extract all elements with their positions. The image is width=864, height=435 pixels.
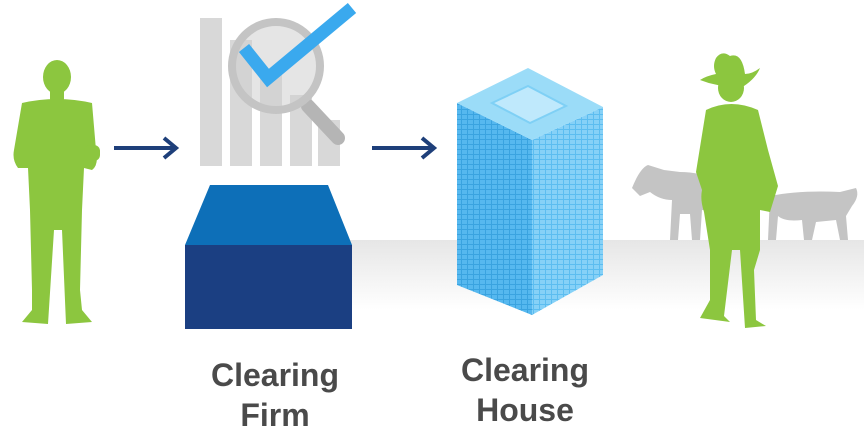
arrow-right-icon: [114, 136, 180, 160]
dark-blue-block-icon: [185, 185, 352, 329]
clearing-firm-label: Clearing Firm: [180, 355, 370, 435]
clearing-firm-label-line2: Firm: [240, 397, 310, 433]
bar-chart-magnifier-check-icon: [200, 3, 357, 166]
clearing-house-label-line1: Clearing: [460, 352, 590, 388]
cowboy-silhouette-icon: [696, 53, 778, 328]
arrow-right-icon: [372, 136, 438, 160]
clearing-flow-diagram: [13, 3, 864, 329]
businessman-silhouette-icon: [13, 60, 100, 324]
cow-silhouette-icon: [632, 165, 858, 240]
skyscraper-icon: [457, 68, 603, 315]
clearing-house-label: Clearing House: [430, 350, 620, 430]
clearing-firm-label-line1: Clearing: [210, 357, 340, 393]
clearing-house-label-line2: House: [476, 392, 574, 428]
